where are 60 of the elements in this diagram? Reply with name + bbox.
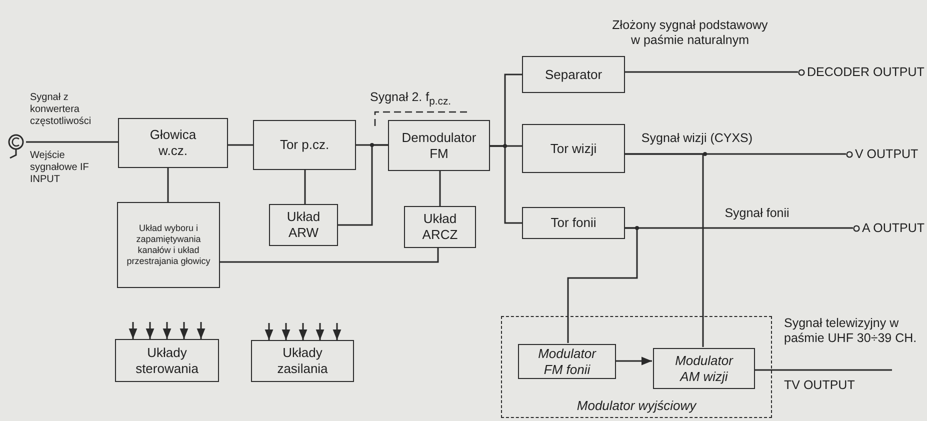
output-label: A OUTPUT [862,220,925,236]
connector-line [754,369,892,371]
block-label: Układ ARCZ [421,211,459,243]
connector-line [26,141,118,143]
block-label: Modulator FM fonii [537,346,598,378]
arrow [282,323,290,340]
block-box [118,118,228,168]
connector-line [490,145,522,224]
arrow [332,323,342,340]
connector-line [439,171,441,206]
connector-line [304,170,306,204]
arrow [128,322,138,339]
block-label: Separator [544,66,602,82]
block-label: Głowica w.cz. [148,127,198,159]
connector-line [625,153,704,347]
arrow [162,322,172,339]
block-label: Układy sterowania [134,344,200,376]
arrow [264,323,274,340]
input-caption: Sygnał z konwertera częstotliwości [30,92,92,128]
signal-label: TV OUTPUT [784,378,856,393]
block-label: Tor fonii [550,215,596,231]
connector-line [567,227,638,343]
block-label: Demodulator FM [400,130,478,162]
connector-line [625,71,798,73]
arrow [180,322,188,339]
block-box [522,207,625,239]
block-box [388,120,490,171]
block-label: Układ wyboru i zapamiętywania kanałów i układ przestrajania głowicy [126,223,212,267]
signal-label: Sygnał 2. f$_{p.cz.}$ [370,90,452,109]
block-label: Modulator AM wizji [674,352,734,384]
block-box [653,348,755,389]
arrow [615,356,652,366]
arrow [146,322,154,339]
output-label: DECODER OUTPUT [807,64,924,80]
connector-line [228,144,253,146]
group-label: Modulator wyjściowy [576,398,698,414]
group-frame [501,316,772,418]
signal-label: Sygnał telewizyjny w paśmie UHF 30÷39 CH. [784,316,918,346]
connector-line [220,248,439,263]
block-box [253,120,356,170]
output-label: V OUTPUT [855,146,918,162]
block-box [522,124,625,173]
arrow [196,322,206,339]
block-box [404,206,476,248]
block-box [522,56,625,93]
connector-line [338,144,388,226]
block-label: Tor p.cz. [280,137,330,153]
block-box [269,204,338,246]
input-caption: Wejście sygnałowe IF INPUT [30,150,90,186]
block-box [115,339,219,382]
block-label: Tor wizji [550,140,597,156]
arrow [298,323,308,340]
block-box [518,344,616,379]
arrow [316,323,324,340]
block-label: Układ ARW [286,209,322,241]
block-label: Układy zasilania [276,345,329,377]
connector-line [167,168,169,202]
block-box [117,202,220,288]
edge-label: Złożony sygnał podstawowy w paśmie naturalnym [610,18,770,48]
block-box [251,340,354,382]
